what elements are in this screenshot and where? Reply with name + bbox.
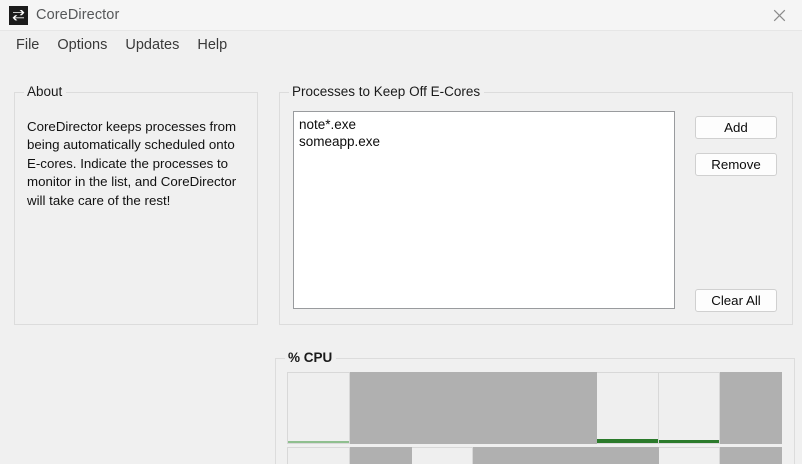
window-title: CoreDirector (36, 7, 120, 23)
cpu-core-cell (535, 372, 597, 444)
cpu-core-cell (473, 447, 535, 464)
list-item[interactable]: someapp.exe (299, 134, 381, 149)
cpu-core-cell (535, 447, 597, 464)
cpu-load-bar (288, 441, 349, 443)
cpu-core-cell (411, 447, 474, 464)
cpu-usage-chart (287, 372, 782, 464)
cpu-core-cell (658, 372, 721, 444)
menu-item-help[interactable]: Help (197, 37, 228, 53)
cpu-load-bar (658, 440, 720, 443)
about-group-legend: About (24, 84, 67, 99)
about-group-box: About CoreDirector keeps processes from … (14, 84, 258, 325)
cpu-core-row-1 (287, 372, 782, 444)
processes-group-box: Processes to Keep Off E-Cores note*.exe … (279, 84, 793, 325)
cpu-core-cell (473, 372, 535, 444)
cpu-group-legend: % CPU (285, 350, 337, 365)
cpu-core-cell (287, 447, 350, 464)
cpu-core-cell (411, 372, 474, 444)
cpu-core-cell (658, 447, 721, 464)
remove-button[interactable]: Remove (695, 153, 777, 176)
add-button[interactable]: Add (695, 116, 777, 139)
menu-item-file[interactable]: File (16, 37, 40, 53)
cpu-core-cell (720, 447, 782, 464)
menu-item-updates[interactable]: Updates (125, 37, 180, 53)
swap-arrows-icon (9, 6, 28, 25)
menu-item-options[interactable]: Options (57, 37, 108, 53)
cpu-core-cell (596, 447, 659, 464)
cpu-load-bar (596, 439, 658, 443)
cpu-group-box: % CPU (275, 350, 795, 464)
cpu-core-cell (349, 372, 412, 444)
cpu-core-cell (720, 372, 782, 444)
processes-group-legend: Processes to Keep Off E-Cores (289, 84, 485, 99)
close-icon[interactable] (756, 0, 802, 31)
clear-all-button[interactable]: Clear All (695, 289, 777, 312)
cpu-core-cell (349, 447, 412, 464)
menu-bar: File Options Updates Help (0, 31, 802, 60)
title-bar: CoreDirector (0, 0, 802, 31)
cpu-core-row-2 (287, 447, 782, 464)
cpu-core-cell (596, 372, 659, 444)
about-description: CoreDirector keeps processes from being … (27, 119, 237, 208)
cpu-core-cell (287, 372, 350, 444)
processes-listbox[interactable]: note*.exe someapp.exe (293, 111, 675, 309)
list-item[interactable]: note*.exe (299, 117, 357, 132)
